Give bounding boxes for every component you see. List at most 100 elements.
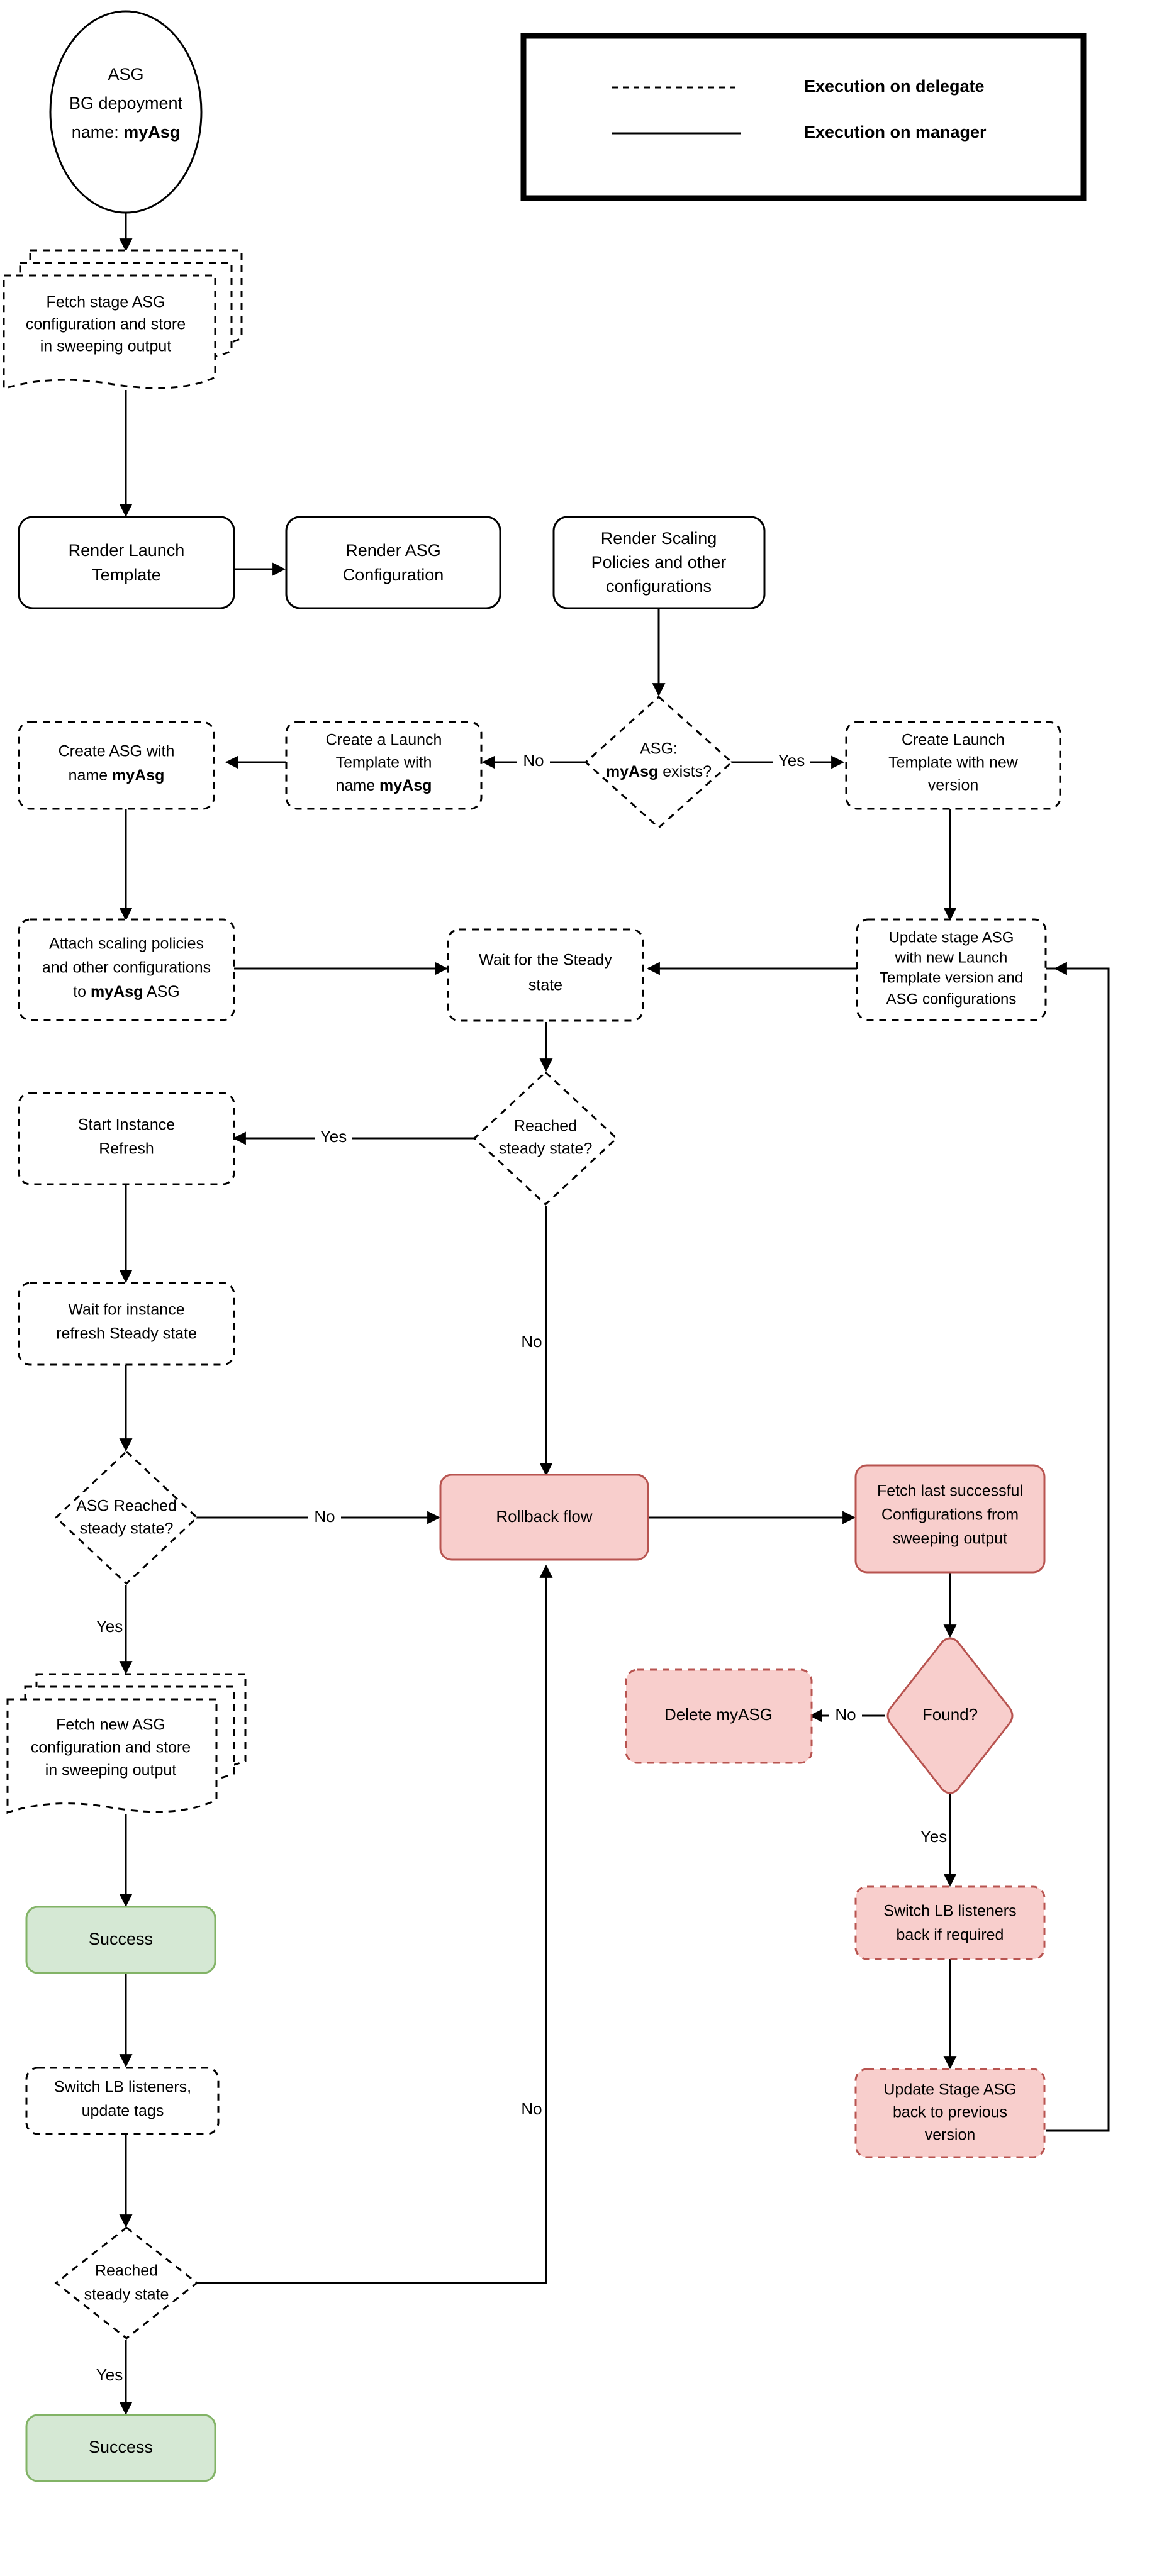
node-reached-steady-bottom-decision[interactable]: Reached steady state <box>54 2226 199 2340</box>
node-render-asg-configuration[interactable]: Render ASG Configuration <box>285 516 501 609</box>
switch-lb-tags-line-1: update tags <box>82 2102 164 2120</box>
render-launch-template-box <box>18 516 235 609</box>
edge-update-stage-back-loop <box>1046 962 1110 2132</box>
render-scaling-line-1: Policies and other <box>591 553 727 572</box>
edge-label-found-yes: Yes <box>920 1827 947 1846</box>
switch-lb-back-line-1: back if required <box>897 1926 1004 1944</box>
asg-reached-steady-diamond <box>54 1450 199 1585</box>
node-wait-for-steady-state[interactable]: Wait for the Steady state <box>447 928 644 1022</box>
node-asg-exists-decision[interactable]: ASG: myAsg exists? <box>584 695 734 830</box>
create-asg-line-1: name myAsg <box>69 767 165 784</box>
node-render-scaling-policies[interactable]: Render Scaling Policies and other config… <box>552 516 766 609</box>
success-upper-label: Success <box>89 1929 153 1948</box>
edge-labels-layer: No Yes Yes No No Yes No Yes No Yes <box>96 750 947 2384</box>
node-success-upper[interactable]: Success <box>25 1906 216 1974</box>
legend: Execution on delegate Execution on manag… <box>520 33 1087 201</box>
node-update-stage-back[interactable]: Update Stage ASG back to previous versio… <box>854 2068 1046 2158</box>
node-switch-lb-update-tags[interactable]: Switch LB listeners, update tags <box>25 2067 220 2135</box>
start-refresh-line-1: Refresh <box>99 1140 154 1158</box>
node-reached-steady-state-decision[interactable]: Reached steady state? <box>473 1070 618 1206</box>
edge-label-bg <box>308 1506 341 1529</box>
found-label: Found? <box>922 1705 978 1724</box>
update-stage-line-2: Template version and <box>880 969 1023 986</box>
fetch-new-line-0: Fetch new ASG <box>56 1716 165 1734</box>
fetch-stage-line-2: in sweeping output <box>40 338 172 355</box>
node-start[interactable]: ASG BG depoyment name: myAsg <box>49 10 203 214</box>
update-stage-asg-box <box>856 918 1047 1021</box>
fetch-stage-line-0: Fetch stage ASG <box>47 294 165 311</box>
asg-exists-line-1: myAsg exists? <box>606 763 712 780</box>
reached-bottom-line-0: Reached <box>95 2262 158 2280</box>
node-create-launch-template-name[interactable]: Create a Launch Template with name myAsg <box>285 721 483 810</box>
reached-bottom-line-1: steady state <box>84 2286 169 2304</box>
start-refresh-line-0: Start Instance <box>78 1116 175 1134</box>
attach-scaling-line-2: to myAsg ASG <box>73 983 180 1001</box>
create-lt-name-line-0: Create a Launch <box>326 731 442 749</box>
start-line-2: name: myAsg <box>72 123 181 142</box>
node-rollback-flow[interactable]: Rollback flow <box>439 1474 649 1561</box>
fetch-new-doc-front <box>6 1698 218 1814</box>
fetch-last-successful-box <box>854 1464 1046 1574</box>
create-asg-line-0: Create ASG with <box>59 743 175 760</box>
edge-label-bg <box>517 750 550 772</box>
node-fetch-new-asg[interactable]: Fetch new ASG configuration and store in… <box>6 1673 247 1814</box>
node-asg-reached-steady-decision[interactable]: ASG Reached steady state? <box>54 1450 199 1585</box>
start-ellipse <box>49 10 203 214</box>
edge-label-asg-reached-yes: Yes <box>96 1617 123 1636</box>
node-fetch-last-successful[interactable]: Fetch last successful Configurations fro… <box>854 1464 1046 1574</box>
reached-steady-line-1: steady state? <box>499 1140 593 1158</box>
start-line-0: ASG <box>108 65 143 84</box>
render-asg-line-1: Configuration <box>343 565 444 584</box>
render-scaling-line-2: configurations <box>606 577 712 596</box>
create-lt-new-line-0: Create Launch <box>902 731 1005 749</box>
wait-steady-line-1: state <box>528 977 562 994</box>
asg-reached-line-0: ASG Reached <box>76 1497 177 1515</box>
update-stage-line-0: Update stage ASG <box>889 929 1014 946</box>
asg-reached-line-1: steady state? <box>80 1520 174 1538</box>
edge-label-bg <box>315 1126 352 1148</box>
edge-label-bg <box>773 750 810 772</box>
node-delete-myasg[interactable]: Delete myASG <box>625 1668 813 1764</box>
attach-scaling-line-0: Attach scaling policies <box>49 935 204 953</box>
render-asg-line-0: Render ASG <box>345 541 441 560</box>
found-diamond <box>886 1637 1014 1794</box>
node-fetch-stage-asg[interactable]: Fetch stage ASG configuration and store … <box>3 249 243 391</box>
node-start-instance-refresh[interactable]: Start Instance Refresh <box>18 1092 235 1185</box>
reached-steady-line-0: Reached <box>514 1118 577 1135</box>
node-attach-scaling-policies[interactable]: Attach scaling policies and other config… <box>18 918 235 1021</box>
node-found-decision[interactable]: Found? <box>886 1637 1014 1794</box>
node-update-stage-asg[interactable]: Update stage ASG with new Launch Templat… <box>856 918 1047 1021</box>
update-stage-line-1: with new Launch <box>895 949 1008 966</box>
node-switch-lb-back[interactable]: Switch LB listeners back if required <box>854 1885 1046 1960</box>
fetch-new-line-1: configuration and store <box>31 1739 191 1757</box>
create-lt-new-line-1: Template with new <box>888 754 1019 772</box>
wait-refresh-line-1: refresh Steady state <box>56 1325 197 1343</box>
start-line-1: BG depoyment <box>69 94 183 113</box>
delete-myasg-box <box>625 1668 813 1764</box>
render-scaling-box <box>552 516 766 609</box>
edge-label-bg <box>829 1704 862 1727</box>
node-wait-instance-refresh[interactable]: Wait for instance refresh Steady state <box>18 1282 235 1366</box>
fetch-last-line-2: sweeping output <box>893 1530 1007 1548</box>
node-success-lower[interactable]: Success <box>25 2414 216 2482</box>
node-create-launch-template-new-version[interactable]: Create Launch Template with new version <box>845 721 1061 810</box>
fetch-stage-line-1: configuration and store <box>26 316 186 333</box>
node-render-launch-template[interactable]: Render Launch Template <box>18 516 235 609</box>
node-create-asg[interactable]: Create ASG with name myAsg <box>18 721 215 810</box>
fetch-last-line-1: Configurations from <box>881 1506 1019 1524</box>
attach-scaling-box <box>18 918 235 1021</box>
edge-label-asg-exists-yes: Yes <box>778 751 805 770</box>
switch-lb-tags-line-0: Switch LB listeners, <box>54 2079 191 2096</box>
update-stage-back-line-0: Update Stage ASG <box>883 2081 1016 2099</box>
edge-label-reached-steady-yes: Yes <box>320 1127 347 1146</box>
create-lt-name-line-1: Template with <box>336 754 432 772</box>
edge-bottom-no-to-rollback <box>196 1564 553 2284</box>
update-stage-line-3: ASG configurations <box>886 991 1017 1008</box>
fetch-new-line-2: in sweeping output <box>45 1762 177 1779</box>
update-stage-back-line-2: version <box>925 2126 976 2144</box>
delete-myasg-label: Delete myASG <box>664 1705 773 1724</box>
edge-label-reached-steady-no: No <box>521 1332 542 1351</box>
edge-label-bottom-no: No <box>521 2099 542 2118</box>
create-lt-new-line-2: version <box>928 777 979 794</box>
legend-item-1-label: Execution on manager <box>804 123 987 142</box>
